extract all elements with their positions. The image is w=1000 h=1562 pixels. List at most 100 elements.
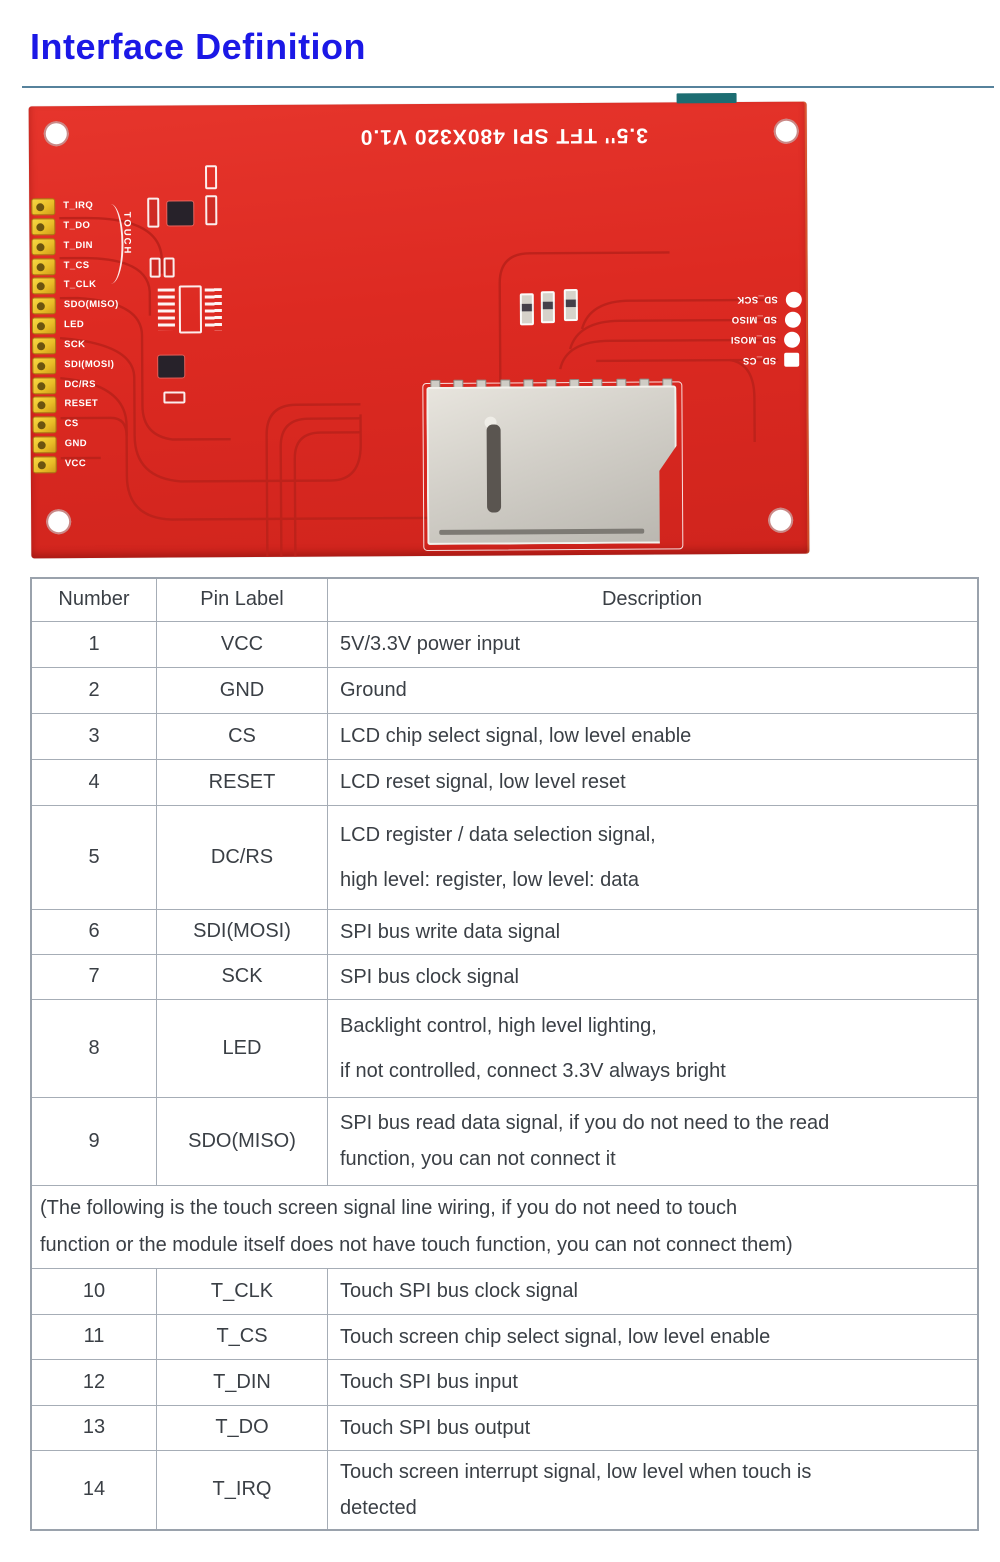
- table-row: 5 DC/RS LCD register / data selection si…: [30, 804, 979, 910]
- cell-number: 9: [30, 1096, 157, 1186]
- header-pin: [31, 218, 56, 236]
- pin-label: GND: [64, 438, 88, 450]
- ic-pad-row: [157, 288, 175, 331]
- table-row: 3 CS LCD chip select signal, low level e…: [30, 712, 979, 760]
- cell-description: LCD register / data selection signal, hi…: [327, 804, 979, 910]
- cell-description: LCD reset signal, low level reset: [327, 758, 979, 806]
- column-header-pin-label: Pin Label: [156, 577, 328, 622]
- title-underline: [22, 86, 994, 88]
- sd-pad: [784, 331, 801, 348]
- cell-number: 1: [30, 620, 157, 668]
- table-row: 10 T_CLK Touch SPI bus clock signal: [30, 1267, 979, 1315]
- cell-pin: T_DO: [156, 1404, 328, 1451]
- table-row: 12 T_DIN Touch SPI bus input: [30, 1358, 979, 1406]
- cell-pin: T_CS: [156, 1313, 328, 1360]
- sd-pad-label: SD_MISO: [731, 313, 777, 326]
- mounting-hole: [768, 507, 794, 533]
- sd-pad: [784, 311, 801, 328]
- smd-resistor: [563, 289, 578, 322]
- sd-pad-label: SD_CS: [742, 354, 777, 367]
- column-header-number: Number: [30, 577, 157, 622]
- touch-group-label: TOUCH: [121, 211, 133, 256]
- mounting-hole: [773, 118, 799, 144]
- header-pin: [31, 238, 56, 256]
- header-pin: [31, 277, 56, 295]
- cell-number: 8: [30, 998, 157, 1098]
- cell-pin: T_DIN: [156, 1358, 328, 1406]
- header-pin: [32, 396, 57, 414]
- table-row: 2 GND Ground: [30, 666, 979, 714]
- pin-label: RESET: [64, 397, 99, 410]
- header-pin: [32, 377, 57, 395]
- cell-pin: GND: [156, 666, 328, 714]
- sd-slot-edge: [439, 529, 644, 535]
- page-title: Interface Definition: [30, 26, 367, 67]
- table-row: 11 T_CS Touch screen chip select signal,…: [30, 1313, 979, 1360]
- cell-number: 5: [30, 804, 157, 910]
- cell-description: LCD chip select signal, low level enable: [327, 712, 979, 760]
- table-row: 13 T_DO Touch SPI bus output: [30, 1404, 979, 1451]
- cell-description: SPI bus write data signal: [327, 908, 979, 955]
- pcb-traces: [59, 216, 779, 557]
- ic-pad-row: [204, 288, 222, 331]
- cell-pin: SDI(MOSI): [156, 908, 328, 955]
- table-row: 14 T_IRQ Touch screen interrupt signal, …: [30, 1449, 979, 1531]
- cell-pin: SDO(MISO): [156, 1096, 328, 1186]
- pcb-board-photo: 3.5'' TFT SPI 480X320 V1.0 T_IRQ T_DO T_…: [28, 93, 810, 559]
- cell-description: Touch SPI bus output: [327, 1404, 979, 1451]
- table-row: 8 LED Backlight control, high level ligh…: [30, 998, 979, 1098]
- header-pin: [32, 357, 57, 375]
- pin-label: SCK: [64, 339, 86, 351]
- cell-number: 10: [30, 1267, 157, 1315]
- column-header-description: Description: [327, 577, 979, 622]
- smd-resistor: [205, 195, 218, 226]
- cell-number: 4: [30, 758, 157, 806]
- cell-pin: LED: [156, 998, 328, 1098]
- pin-label: T_DIN: [63, 239, 93, 252]
- cell-description: Touch screen chip select signal, low lev…: [327, 1313, 979, 1360]
- cell-description: SPI bus clock signal: [327, 953, 979, 1000]
- table-row: 9 SDO(MISO) SPI bus read data signal, if…: [30, 1096, 979, 1186]
- table-row: 7 SCK SPI bus clock signal: [30, 953, 979, 1000]
- sd-pad: [785, 291, 802, 308]
- ic-outline: [178, 285, 203, 334]
- sd-pad-label: SD_SCK: [736, 293, 778, 306]
- header-pin: [32, 337, 57, 355]
- pin-label: T_DO: [63, 220, 91, 232]
- cell-description: Touch screen interrupt signal, low level…: [327, 1449, 979, 1531]
- sd-pad-label: SD_MOSI: [730, 333, 777, 346]
- smd-transistor: [158, 355, 185, 378]
- table-note-row: (The following is the touch screen signa…: [30, 1184, 979, 1269]
- cell-number: 12: [30, 1358, 157, 1406]
- header-pin: [31, 198, 56, 216]
- cell-number: 7: [30, 953, 157, 1000]
- cell-description: Backlight control, high level lighting, …: [327, 998, 979, 1098]
- pin-label: T_CLK: [63, 278, 97, 291]
- mounting-hole: [46, 509, 72, 535]
- cell-pin: DC/RS: [156, 804, 328, 910]
- pin-label: SDO(MISO): [63, 298, 119, 311]
- cell-number: 2: [30, 666, 157, 714]
- cell-description: Ground: [327, 666, 979, 714]
- cell-description: SPI bus read data signal, if you do not …: [327, 1096, 979, 1186]
- header-pin: [32, 416, 57, 434]
- pin-label: SDI(MOSI): [64, 358, 115, 371]
- smd-resistor: [540, 291, 555, 324]
- cell-number: 13: [30, 1404, 157, 1451]
- table-row: 1 VCC 5V/3.3V power input: [30, 620, 979, 668]
- header-pin: [31, 297, 56, 315]
- cell-number: 6: [30, 908, 157, 955]
- cell-pin: CS: [156, 712, 328, 760]
- mounting-hole: [43, 121, 69, 147]
- smd-footprint: [204, 165, 218, 190]
- smd-resistor: [147, 197, 160, 228]
- cell-pin: RESET: [156, 758, 328, 806]
- pin-label: VCC: [64, 458, 87, 470]
- cell-description: Touch SPI bus clock signal: [327, 1267, 979, 1315]
- pin-label: T_CS: [63, 260, 90, 272]
- table-row: 4 RESET LCD reset signal, low level rese…: [30, 758, 979, 806]
- sd-card-slot: [426, 385, 677, 545]
- cell-pin: T_CLK: [156, 1267, 328, 1315]
- sd-pad: [784, 352, 800, 367]
